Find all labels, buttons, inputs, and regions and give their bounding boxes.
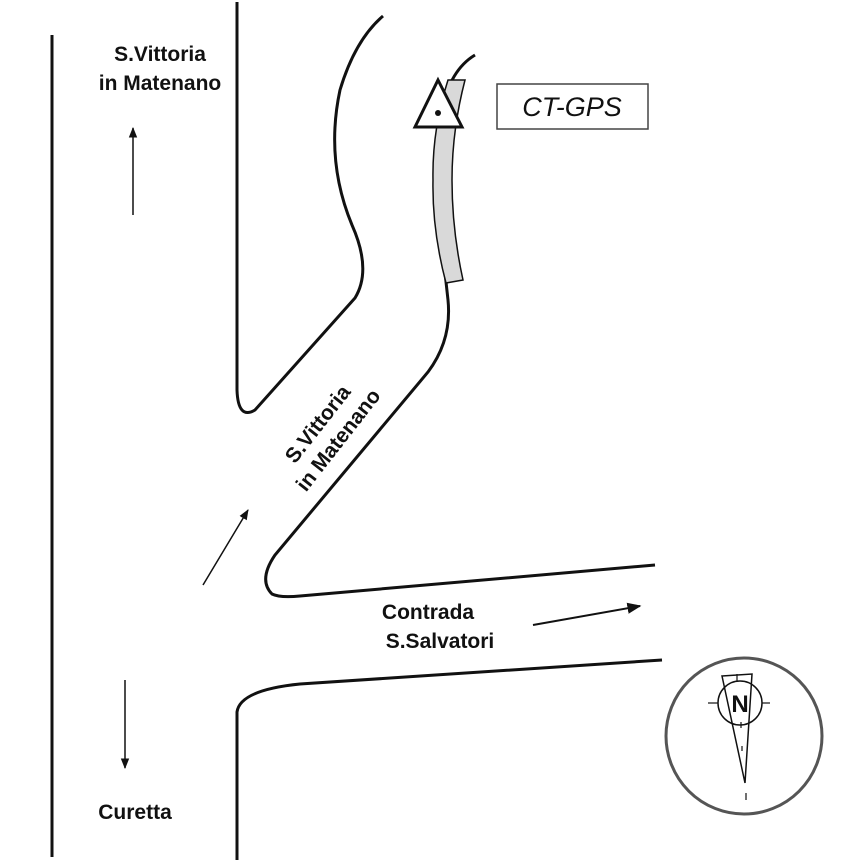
road-edge-upper-left xyxy=(235,2,384,414)
road-edge-upper-right xyxy=(264,53,656,599)
arrow-east-icon xyxy=(532,602,642,626)
station-label: CT-GPS xyxy=(522,92,622,122)
station-label-box xyxy=(496,83,649,130)
north-town-label: S.Vittoria xyxy=(114,43,206,66)
north-town-label-2: in Matenano xyxy=(99,72,222,95)
contrada-label: Contrada xyxy=(382,601,474,624)
compass-letter: N xyxy=(731,691,748,718)
south-town-label: Curetta xyxy=(98,801,172,824)
arrow-diagonal-icon xyxy=(202,509,249,586)
road-edge-lower xyxy=(235,658,663,860)
gps-access-band xyxy=(432,79,466,284)
contrada-label-2: S.Salvatori xyxy=(386,630,495,653)
compass-icon: N xyxy=(664,656,824,816)
gps-station-icon xyxy=(412,76,465,129)
